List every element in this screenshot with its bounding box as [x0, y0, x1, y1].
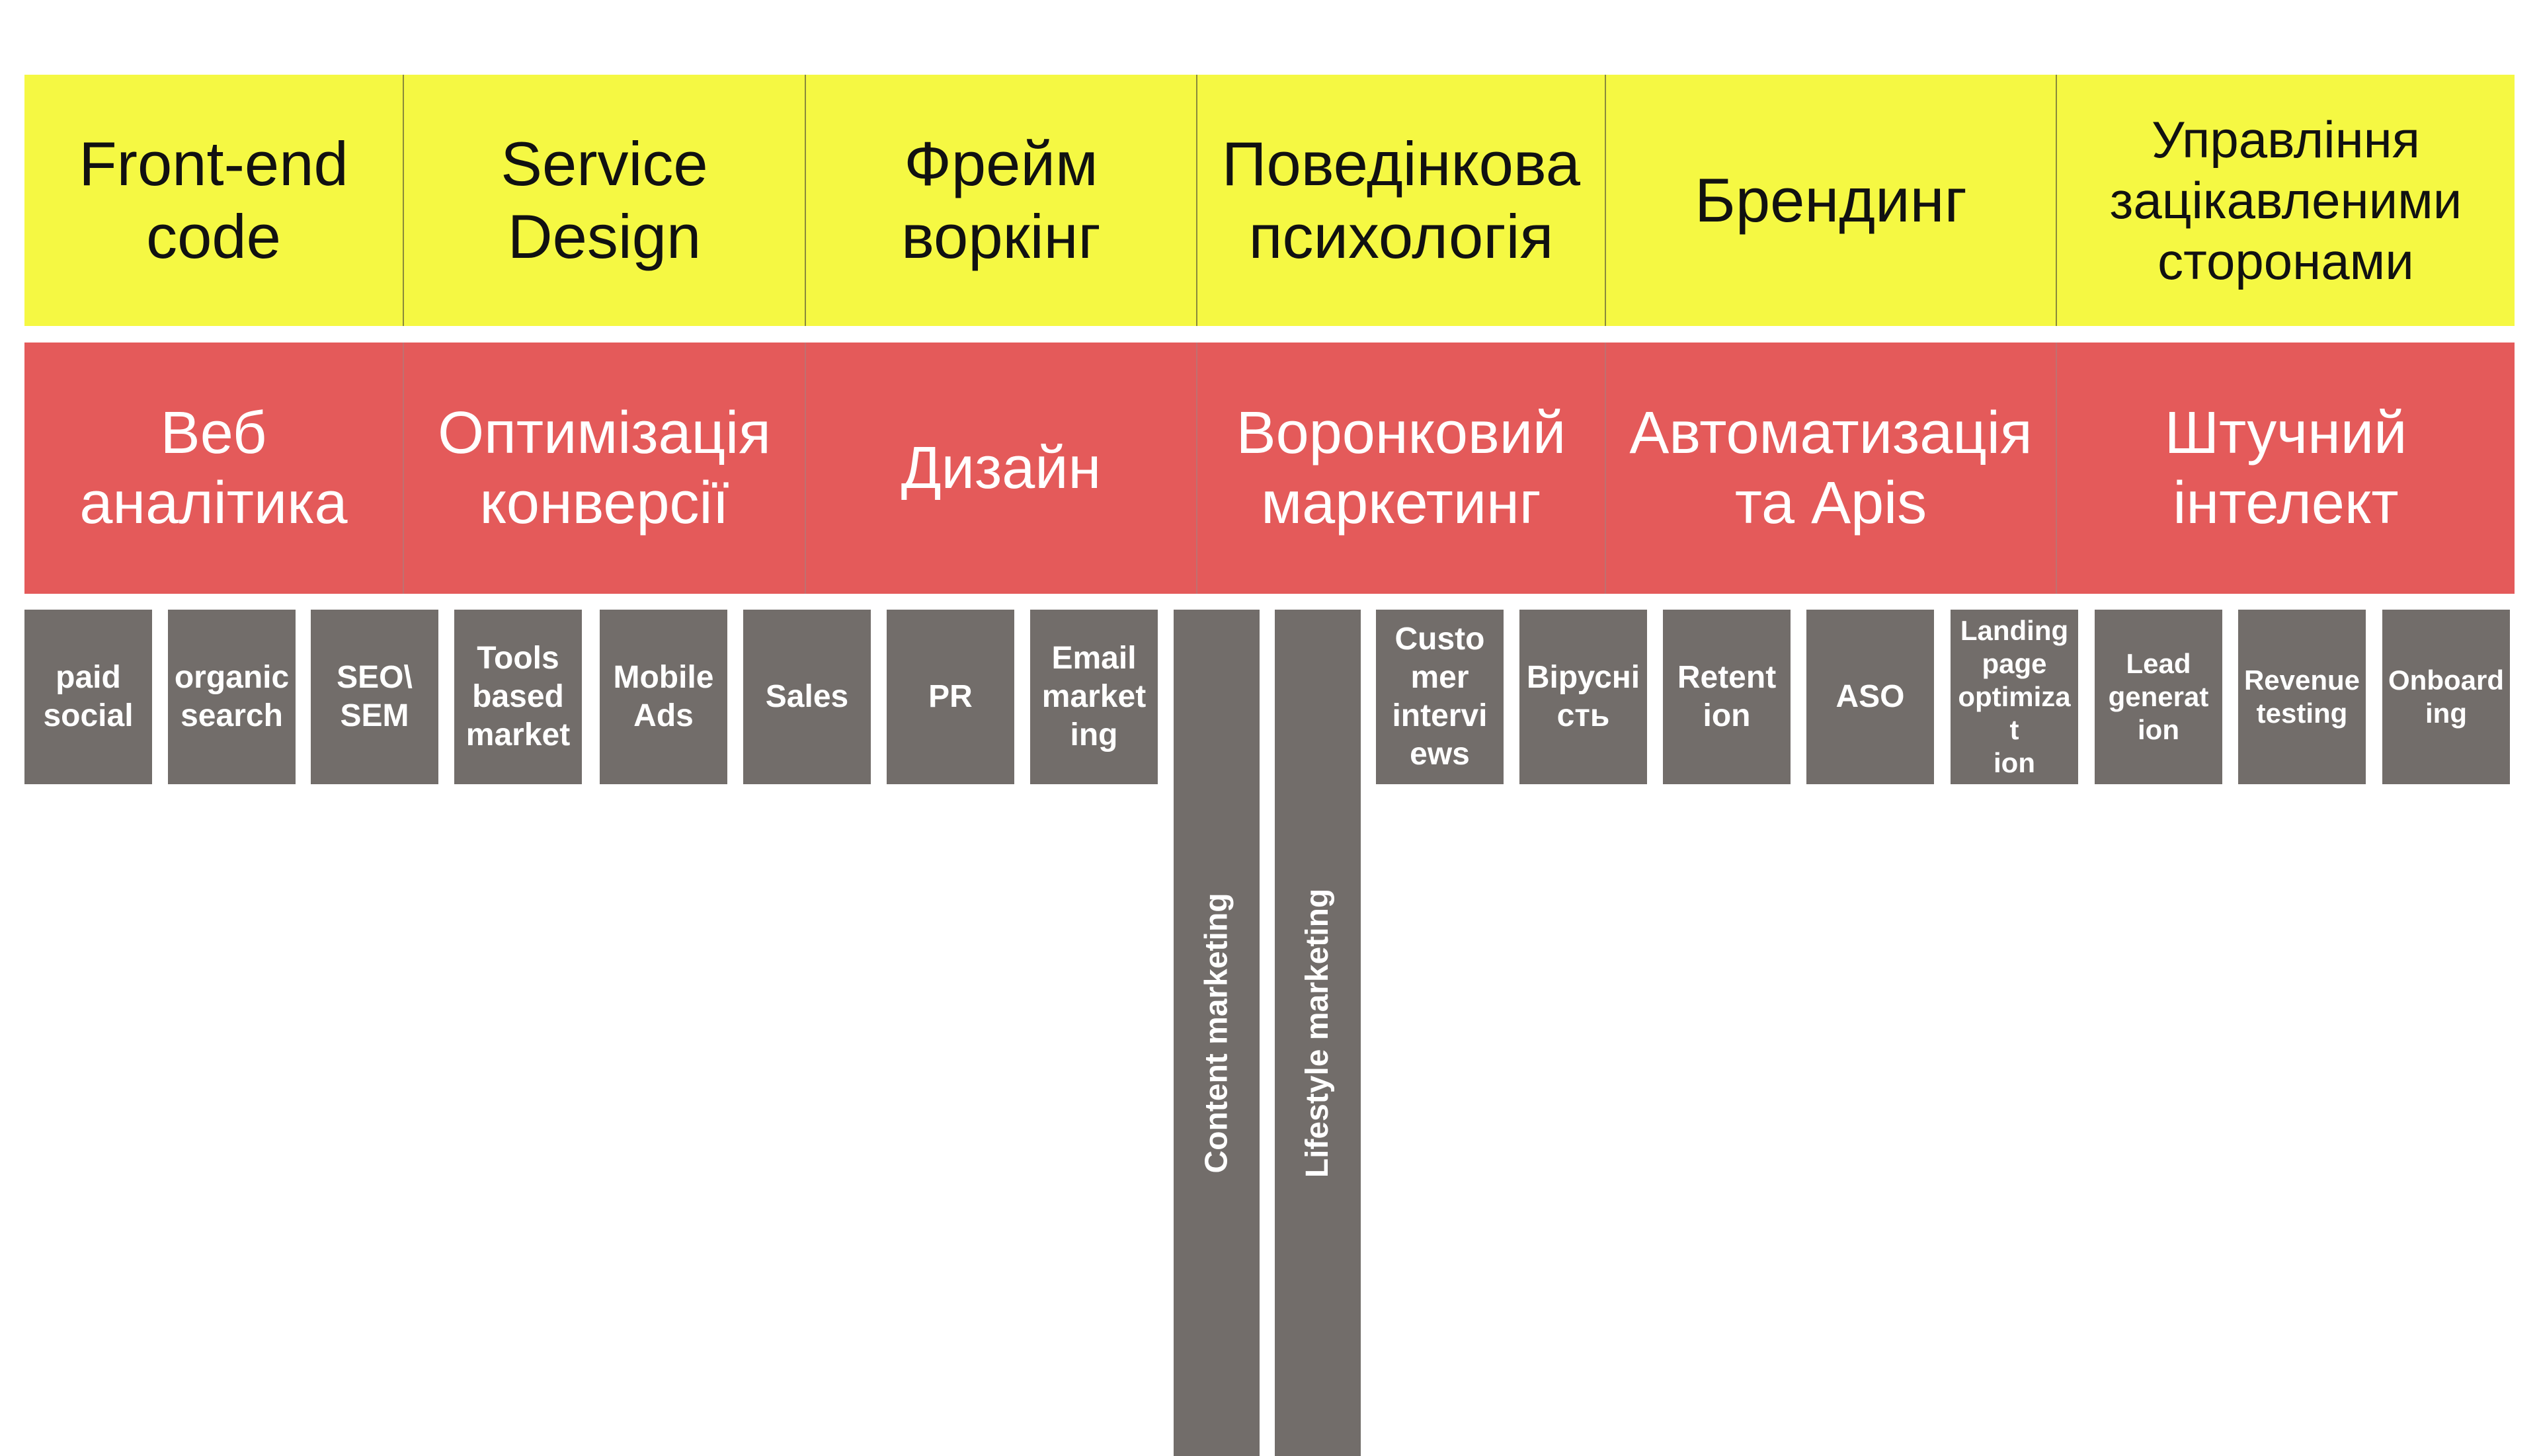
tag-revenue-testing: Revenue testing	[2238, 610, 2366, 784]
mid-cell-web-analytics: Веб аналітика	[24, 343, 403, 594]
tag-content-marketing: Content marketing	[1174, 610, 1260, 1456]
tag-tools-based-market: Tools based market	[454, 610, 582, 784]
mid-cell-automation-apis: Автоматизація та Apis	[1605, 343, 2056, 594]
top-category-row: Front-end code Service Design Фрейм ворк…	[24, 75, 2515, 326]
tag-pr: PR	[887, 610, 1014, 784]
tag-lifestyle-marketing: Lifestyle marketing	[1275, 610, 1361, 1456]
tag-label: Lead generat ion	[2108, 648, 2209, 745]
tag-label: Revenue testing	[2243, 665, 2360, 729]
tag-seo-sem: SEO\ SEM	[311, 610, 438, 784]
mid-cell-label: Автоматизація та Apis	[1629, 400, 2033, 536]
top-cell-front-end-code: Front-end code	[24, 75, 403, 326]
top-cell-behavioral-psychology: Поведінкова психологія	[1196, 75, 1605, 326]
tag-label: PR	[928, 679, 973, 714]
tag-label: Tools based market	[465, 641, 571, 752]
top-cell-label: Поведінкова психологія	[1221, 129, 1581, 271]
tag-email-marketing: Email market ing	[1030, 610, 1158, 784]
top-cell-label: Фрейм воркінг	[901, 129, 1101, 271]
tag-mobile-ads: Mobile Ads	[600, 610, 727, 784]
top-cell-label: Service Design	[501, 129, 708, 271]
middle-category-row: Веб аналітика Оптимізація конверсії Диза…	[24, 343, 2515, 594]
tag-label: ASO	[1835, 679, 1905, 714]
top-cell-label: Управління зацікавленими сторонами	[2109, 110, 2462, 290]
tag-sales: Sales	[743, 610, 871, 784]
tag-label: Custo mer intervi ews	[1392, 622, 1488, 772]
mid-cell-label: Дизайн	[901, 435, 1102, 501]
top-cell-service-design: Service Design	[403, 75, 805, 326]
tag-label: SEO\ SEM	[337, 660, 413, 733]
tag-label: Mobile Ads	[613, 660, 714, 733]
top-cell-label: Брендинг	[1695, 165, 1967, 235]
mid-cell-design: Дизайн	[805, 343, 1196, 594]
top-cell-label: Front-end code	[79, 129, 348, 271]
top-cell-branding: Брендинг	[1605, 75, 2056, 326]
tag-retention: Retent ion	[1663, 610, 1791, 784]
tag-label: organic search	[174, 660, 290, 733]
tag-label: Sales	[765, 679, 849, 714]
top-cell-stakeholder-management: Управління зацікавленими сторонами	[2056, 75, 2515, 326]
tag-customer-interviews: Custo mer intervi ews	[1376, 610, 1504, 784]
mid-cell-label: Штучний інтелект	[2164, 400, 2407, 536]
tag-label: Content marketing	[1199, 892, 1234, 1174]
tag-label: Retent ion	[1677, 660, 1777, 733]
mid-cell-label: Оптимізація конверсії	[438, 400, 771, 536]
tag-lead-generation: Lead generat ion	[2095, 610, 2222, 784]
tag-label: Landing page optimizat ion	[1958, 615, 2071, 778]
tag-label: Onboard ing	[2388, 665, 2504, 729]
mid-cell-label: Воронковий маркетинг	[1236, 400, 1566, 536]
mid-cell-conversion-optimization: Оптимізація конверсії	[403, 343, 805, 594]
mid-cell-funnel-marketing: Воронковий маркетинг	[1196, 343, 1605, 594]
tag-landing-page-optimization: Landing page optimizat ion	[1951, 610, 2078, 784]
tag-onboarding: Onboard ing	[2382, 610, 2510, 784]
mid-cell-label: Веб аналітика	[79, 400, 348, 536]
tag-virality: Вірусні сть	[1519, 610, 1647, 784]
tag-label: Email market ing	[1041, 641, 1147, 752]
tag-label: paid social	[43, 660, 134, 733]
tag-paid-social: paid social	[24, 610, 152, 784]
top-cell-framework: Фрейм воркінг	[805, 75, 1196, 326]
mid-cell-artificial-intelligence: Штучний інтелект	[2056, 343, 2515, 594]
tag-label: Lifestyle marketing	[1300, 888, 1336, 1178]
tag-label: Вірусні сть	[1526, 660, 1640, 733]
tag-aso: ASO	[1806, 610, 1934, 784]
tag-organic-search: organic search	[168, 610, 296, 784]
